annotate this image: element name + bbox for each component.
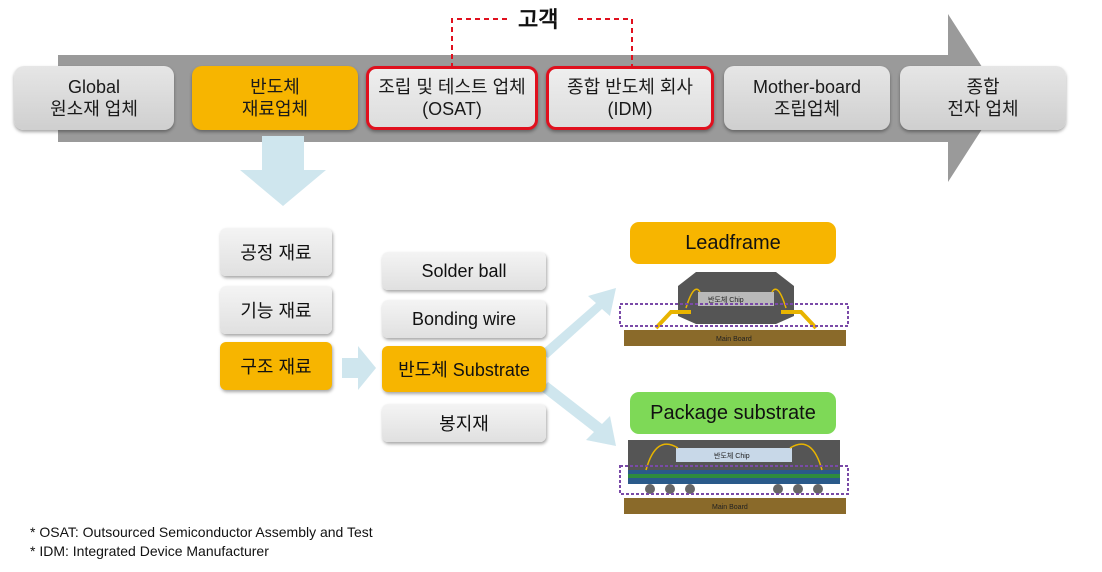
- substrate-package-diagram: Main Board 반도체 Chip: [619, 440, 849, 514]
- chip-label: 반도체 Chip: [714, 451, 750, 460]
- customer-label: 고객: [518, 7, 559, 32]
- leadframe-package-diagram: Main Board 반도체 Chip: [619, 272, 849, 346]
- chain-electronics-maker: 종합 전자 업체: [900, 66, 1066, 130]
- chain-motherboard-assembly: Mother-board 조립업체: [724, 66, 890, 130]
- chain-line1: Global: [67, 77, 121, 97]
- item-substrate: 반도체 Substrate: [382, 346, 546, 392]
- arrow-to-leadframe: [540, 288, 616, 358]
- chain-line2: 재료업체: [241, 99, 309, 119]
- footnote-osat: * OSAT: Outsourced Semiconductor Assembl…: [30, 524, 373, 540]
- chain-line1: 반도체: [250, 77, 300, 97]
- customer-bracket: [451, 18, 633, 68]
- chain-line2: (OSAT): [422, 99, 482, 119]
- chain-line2: 원소재 업체: [50, 99, 138, 119]
- chain-line1: Mother-board: [752, 77, 862, 97]
- label-leadframe: Leadframe: [630, 222, 836, 264]
- chain-osat: 조립 및 테스트 업체 (OSAT): [366, 66, 538, 130]
- label-package-substrate: Package substrate: [630, 392, 836, 434]
- chain-line1: 종합: [966, 77, 1000, 97]
- chain-semiconductor-materials: 반도체 재료업체: [192, 66, 358, 130]
- board-label: Main Board: [712, 504, 748, 511]
- item-solder-ball: Solder ball: [382, 252, 546, 290]
- arrow-to-package-substrate: [540, 382, 616, 446]
- chain-line1: 조립 및 테스트 업체: [378, 77, 526, 97]
- chain-idm: 종합 반도체 회사 (IDM): [546, 66, 714, 130]
- chain-global-raw-materials: Global 원소재 업체: [14, 66, 174, 130]
- chain-line2: 전자 업체: [947, 99, 1019, 119]
- footnote-idm: * IDM: Integrated Device Manufacturer: [30, 543, 269, 559]
- material-process: 공정 재료: [220, 228, 332, 276]
- material-structural: 구조 재료: [220, 342, 332, 390]
- chain-line2: 조립업체: [773, 99, 841, 119]
- material-functional: 기능 재료: [220, 286, 332, 334]
- chain-line2: (IDM): [607, 99, 653, 119]
- chain-line1: 종합 반도체 회사: [567, 77, 693, 97]
- item-bonding-wire: Bonding wire: [382, 300, 546, 338]
- right-arrow-structural: [342, 346, 376, 390]
- item-encapsulant: 봉지재: [382, 404, 546, 442]
- board-label: Main Board: [716, 336, 752, 343]
- down-arrow: [240, 136, 326, 206]
- chip-label: 반도체 Chip: [708, 295, 744, 304]
